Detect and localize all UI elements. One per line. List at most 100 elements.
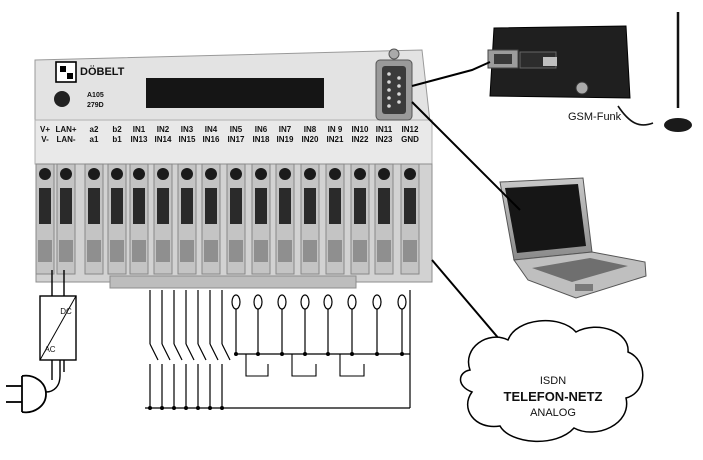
terminal-label-bottom: IN20	[302, 135, 319, 144]
terminal-clamp	[279, 188, 291, 224]
terminal-screw-icon	[378, 168, 390, 180]
terminal-screw-icon	[304, 168, 316, 180]
housing-label-strip	[34, 119, 433, 165]
terminal-label-top: b2	[112, 125, 122, 134]
terminal-label-bottom: GND	[401, 135, 419, 144]
terminal-clamp	[157, 188, 169, 224]
telephone-network-cloud: ISDN TELEFON-NETZ ANALOG	[459, 319, 644, 442]
network-line-telefon: TELEFON-NETZ	[504, 389, 603, 404]
terminal-lever	[132, 240, 146, 262]
terminal-label-top: IN1	[133, 125, 146, 134]
lcd-display	[146, 78, 324, 108]
terminal-lever	[180, 240, 194, 262]
terminal-screw-icon	[354, 168, 366, 180]
terminal-label-bottom: IN23	[376, 135, 393, 144]
sensor-icon	[300, 294, 310, 310]
gsm-label: GSM-Funk	[568, 111, 622, 123]
terminal-lever	[229, 240, 243, 262]
terminal-label-top: V+	[40, 125, 50, 134]
terminal-label-top: IN6	[255, 125, 268, 134]
approval-code-top: A105	[87, 92, 104, 99]
switch-contact	[161, 343, 171, 361]
terminal-label-top: LAN+	[55, 125, 76, 134]
terminal-lever	[204, 240, 218, 262]
terminal-screw-icon	[230, 168, 242, 180]
terminal-label-top: IN2	[157, 125, 170, 134]
terminal-lever	[403, 240, 417, 262]
serial-cable-to-modem	[411, 61, 491, 87]
power-plug-icon	[6, 360, 61, 414]
terminal-label-bottom: IN18	[253, 135, 270, 144]
terminal-clamp	[205, 188, 217, 224]
terminal-label-top: IN 9	[328, 125, 343, 134]
terminal-screw-icon	[181, 168, 193, 180]
terminal-lever	[87, 240, 101, 262]
terminal-labels-top: V+ LAN+ a2 b2 IN1 IN2 IN3 IN4 IN5 IN6 IN7 IN8 IN 9 IN…	[40, 125, 419, 134]
terminal-clamp	[304, 188, 316, 224]
laptop-icon	[499, 177, 647, 299]
terminal-lever	[328, 240, 342, 262]
terminal-label-bottom: IN15	[179, 135, 196, 144]
terminal-clamp	[329, 188, 341, 224]
terminal-label-top: IN4	[205, 125, 218, 134]
terminal-screw-icon	[88, 168, 100, 180]
terminal-label-bottom: IN16	[203, 135, 220, 144]
antenna-socket-icon	[575, 81, 589, 95]
terminal-label-bottom: IN21	[327, 135, 344, 144]
terminal-label-top: IN11	[376, 125, 393, 134]
output-loop	[245, 354, 269, 377]
terminal-lever	[110, 240, 124, 262]
sensor-icon	[323, 294, 333, 310]
approval-code-bottom: 279D	[87, 102, 104, 109]
housing-rail-foot	[109, 275, 357, 289]
phone-line-to-network	[431, 259, 501, 341]
terminal-label-top: IN5	[230, 125, 243, 134]
terminal-lever	[303, 240, 317, 262]
sensor-icon	[231, 294, 241, 310]
terminal-clamp	[133, 188, 145, 224]
eagle-emblem-icon	[54, 91, 70, 107]
terminal-clamp	[354, 188, 366, 224]
switch-contact	[149, 343, 159, 361]
sensor-icon	[277, 294, 287, 310]
terminal-label-top: IN12	[402, 125, 419, 134]
terminal-clamp	[378, 188, 390, 224]
input-wiring	[145, 290, 411, 410]
terminal-label-top: IN8	[304, 125, 317, 134]
terminal-label-top: IN3	[181, 125, 194, 134]
terminal-clamp	[181, 188, 193, 224]
terminal-label-bottom: b1	[112, 135, 122, 144]
terminal-label-bottom: a1	[90, 135, 99, 144]
terminal-label-top: IN7	[279, 125, 292, 134]
modem-body	[489, 25, 631, 99]
terminal-label-top: a2	[90, 125, 99, 134]
terminal-lever	[254, 240, 268, 262]
sensor-icon	[397, 294, 407, 310]
serial-cable-to-laptop	[411, 101, 521, 211]
terminal-label-top: IN10	[352, 125, 369, 134]
terminal-screw-icon	[39, 168, 51, 180]
gsm-modem: GSM-Funk	[487, 25, 631, 123]
terminal-screw-icon	[329, 168, 341, 180]
terminal-clamp	[255, 188, 267, 224]
terminal-lever	[38, 240, 52, 262]
terminal-lever	[156, 240, 170, 262]
terminal-label-bottom: IN19	[277, 135, 294, 144]
terminal-label-bottom: IN17	[228, 135, 245, 144]
output-loop	[339, 354, 365, 377]
terminal-clamp	[39, 188, 51, 224]
terminal-lever	[377, 240, 391, 262]
terminal-label-bottom: IN13	[131, 135, 148, 144]
switch-contact	[209, 343, 219, 361]
terminal-screw-icon	[404, 168, 416, 180]
terminal-lever	[59, 240, 73, 262]
terminal-screw-icon	[111, 168, 123, 180]
switch-contact	[221, 343, 231, 361]
approval-badge: A105 279D	[54, 91, 104, 109]
brand-name: DÖBELT	[80, 65, 125, 78]
sensor-icon	[372, 294, 382, 310]
terminal-label-bottom: IN22	[352, 135, 369, 144]
terminal-screws	[35, 163, 420, 275]
terminal-screw-icon	[255, 168, 267, 180]
